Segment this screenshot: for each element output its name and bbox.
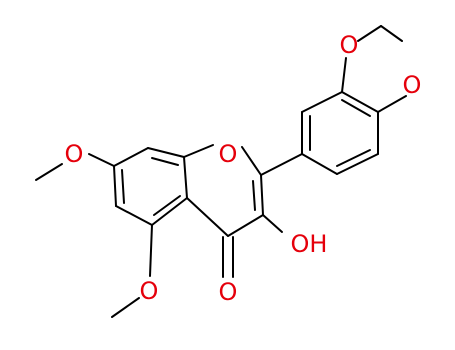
ring-a [113,147,188,226]
ring-oxygen-label: O [219,140,238,168]
hydroxyl-label: OH [291,230,328,258]
methoxy-5-oxygen-label: O [140,277,159,305]
ring-c [183,144,264,237]
methoxy-7 [35,153,115,181]
dioxole-oxygen-top-label: O [340,31,359,59]
ring-b [260,91,379,176]
carbonyl [222,236,234,278]
carbonyl-oxygen-label: O [219,278,238,306]
dioxole-ring [341,25,407,113]
methoxy-7-oxygen-label: O [65,140,84,168]
methoxy-5 [111,224,153,318]
hydroxyl-bond [262,214,283,233]
dioxole-oxygen-right-label: O [403,71,422,99]
